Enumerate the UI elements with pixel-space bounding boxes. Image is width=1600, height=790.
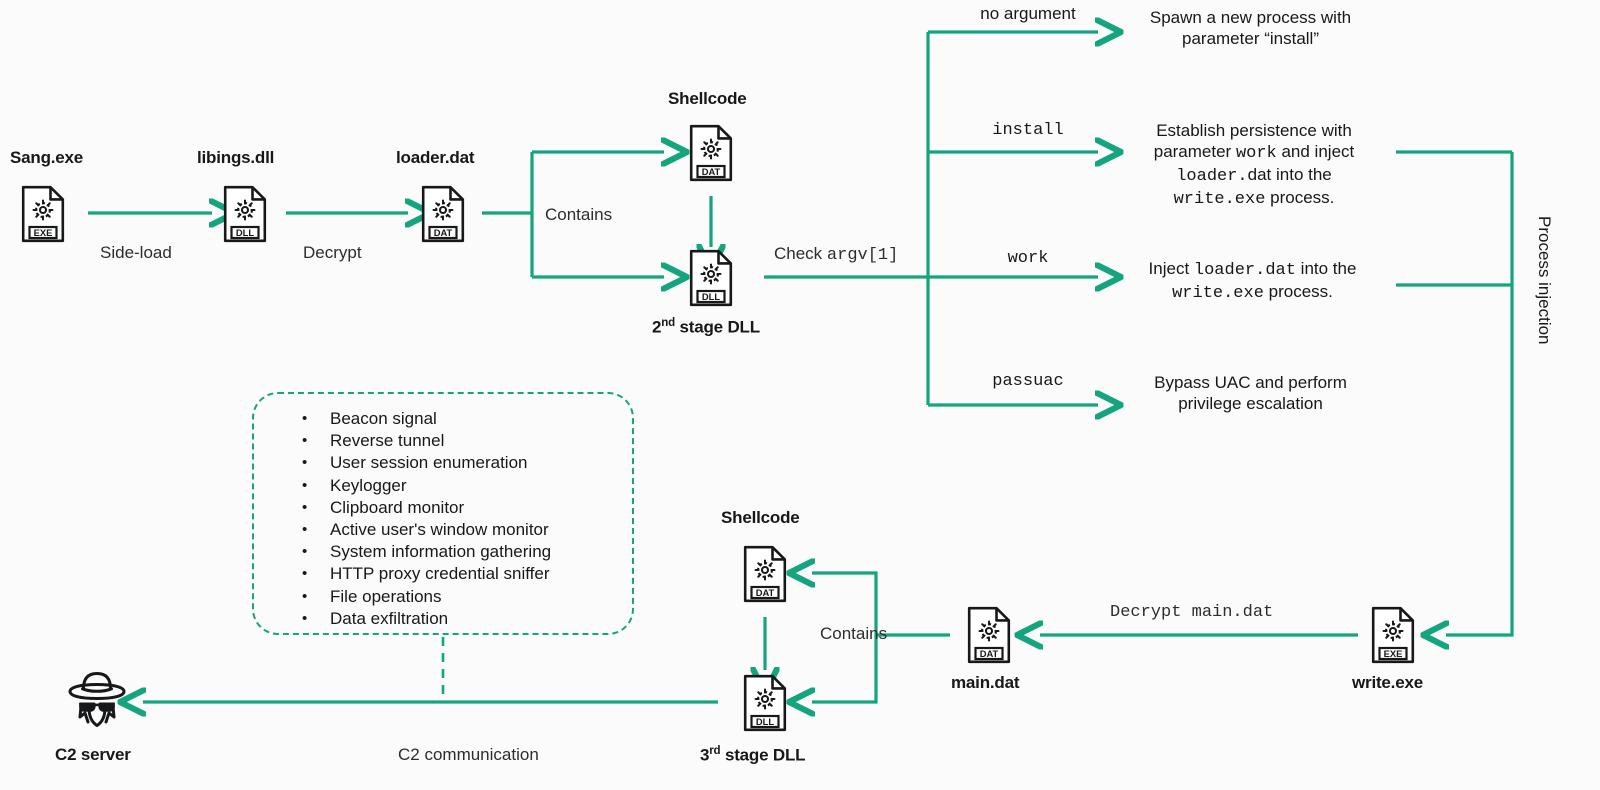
edge-label-decrypt-main: Decrypt main.dat [1110,601,1273,622]
second-stage-ordinal: nd [661,317,675,329]
desc-line: dat into the [1247,165,1332,184]
file-dll-icon: DLL [688,249,734,307]
desc-line: privilege escalation [1178,394,1323,413]
branch-label-passuac: passuac [992,372,1064,391]
desc-line: process. [1263,282,1333,301]
node-label-sang-exe: Sang.exe [10,148,84,167]
node-label-shellcode-bottom: Shellcode [721,508,800,527]
list-item: HTTP proxy credential sniffer [292,563,652,585]
node-label-c2-server: C2 server [55,745,131,764]
file-dat-icon: DAT [966,606,1012,664]
svg-text:DAT: DAT [434,227,453,238]
node-label-main-dat: main.dat [951,673,1020,692]
branch-label-no-argument: no argument [980,4,1076,23]
list-item: Beacon signal [292,408,652,430]
file-dll-icon: DLL [222,185,268,243]
third-stage-suffix: stage DLL [720,745,806,765]
desc-line: Establish persistence with [1156,121,1352,140]
file-dll-icon: DLL [742,674,788,732]
desc-line: parameter [1182,29,1265,48]
desc-code: write.exe [1172,284,1264,303]
desc-line: into the [1295,259,1357,278]
file-dat-icon: DAT [420,185,466,243]
check-argv-prefix: Check [774,244,827,263]
node-label-third-stage-dll: 3rd stage DLL [700,745,806,766]
node-label-shellcode-top: Shellcode [668,89,747,108]
list-item: Reverse tunnel [292,430,652,452]
list-item: Clipboard monitor [292,497,652,519]
desc-line: parameter [1153,142,1236,161]
branch-desc-work: Inject loader.dat into the write.exe pro… [1120,258,1385,304]
edge-contains-shellcode-bottom [812,573,950,637]
edge-label-c2-communication: C2 communication [398,745,539,764]
edge-contains-third-stage [812,635,878,702]
list-item: Active user's window monitor [292,519,652,541]
node-label-loader-dat: loader.dat [396,148,475,167]
desc-code: work [1235,144,1277,163]
desc-code: write.exe [1173,190,1266,209]
node-label-second-stage-dll: 2nd stage DLL [652,317,760,338]
edge-process-injection [1446,152,1514,635]
svg-text:EXE: EXE [34,227,53,238]
desc-line: process. [1265,188,1335,207]
list-item: Data exfiltration [292,608,652,630]
svg-text:EXE: EXE [1384,648,1403,659]
edge-label-check-argv: Check argv[1] [774,244,898,265]
second-stage-number: 2 [652,317,662,337]
svg-text:DLL: DLL [236,227,254,238]
branch-label-install: install [992,121,1064,140]
desc-code: loader.dat [1193,261,1296,280]
second-stage-suffix: stage DLL [674,317,761,337]
check-argv-code: argv[1] [826,246,899,265]
branch-desc-install: Establish persistence with parameter wor… [1128,120,1380,210]
list-item: System information gathering [292,541,652,563]
edge-label-process-injection: Process injection [1535,216,1554,345]
spy-hacker-icon [60,668,134,730]
file-dat-icon: DAT [688,124,734,182]
list-item: Keylogger [292,475,652,497]
file-exe-icon: EXE [1370,606,1416,664]
capabilities-list: Beacon signal Reverse tunnel User sessio… [292,408,652,630]
svg-text:DAT: DAT [702,166,721,177]
edge-label-contains-top: Contains [545,205,613,224]
desc-line: Bypass UAC and perform [1154,373,1347,392]
desc-line: Spawn a new process with [1149,8,1352,27]
file-dat-icon: DAT [742,545,788,603]
edge-label-decrypt: Decrypt [303,243,362,262]
list-item: File operations [292,586,652,608]
svg-text:DAT: DAT [980,648,999,659]
file-exe-icon: EXE [20,185,66,243]
svg-text:DAT: DAT [756,587,775,598]
third-stage-ordinal: rd [709,745,721,757]
third-stage-number: 3 [700,745,710,765]
edge-label-side-load: Side-load [100,243,172,262]
branch-desc-passuac: Bypass UAC and perform privilege escalat… [1128,372,1373,414]
node-label-libings-dll: libings.dll [197,148,275,167]
desc-line: and inject [1276,142,1355,161]
edge-label-contains-bottom: Contains [820,624,888,643]
node-label-write-exe: write.exe [1352,673,1423,692]
svg-text:DLL: DLL [756,716,774,727]
branch-desc-no-argument: Spawn a new process with parameter “inst… [1128,7,1373,49]
decrypt-main-code: main.dat [1191,603,1274,622]
desc-code: loader. [1176,167,1248,186]
desc-line: Inject [1148,259,1194,278]
svg-text:DLL: DLL [702,291,720,302]
edge-loader-split-up [482,152,534,215]
branch-label-work: work [1007,249,1049,268]
desc-quoted: “install” [1264,29,1319,48]
decrypt-main-prefix: Decrypt [1110,603,1192,622]
list-item: User session enumeration [292,452,652,474]
